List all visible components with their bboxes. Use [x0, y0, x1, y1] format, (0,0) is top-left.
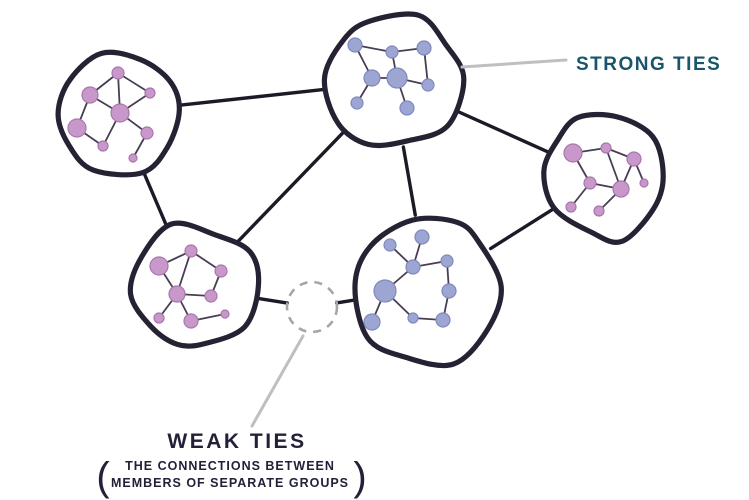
group-edge: [450, 107, 550, 154]
network-node: [435, 312, 451, 328]
network-node: [220, 309, 230, 319]
cluster-top-left: [55, 49, 182, 178]
cluster-bottom-left: [127, 220, 262, 349]
network-node: [383, 238, 397, 252]
weak-ties-leader-line: [250, 334, 305, 428]
clusters-layer: [55, 11, 666, 369]
network-node: [168, 285, 186, 303]
strong-ties-label: STRONG TIES: [576, 54, 721, 75]
weak-tie-circle: [285, 280, 339, 334]
network-node: [414, 229, 430, 245]
weak-ties-description-line2: MEMBERS OF SEPARATE GROUPS: [111, 476, 349, 490]
cluster-right: [541, 111, 666, 245]
left-paren-mark: (: [96, 455, 110, 499]
network-node: [600, 142, 612, 154]
network-node: [363, 69, 381, 87]
weak-tie-edge: [334, 298, 357, 305]
network-node: [144, 87, 156, 99]
network-node: [149, 256, 169, 276]
group-edges-layer: [139, 87, 554, 251]
network-node: [565, 201, 577, 213]
cluster-top-middle: [321, 11, 467, 149]
network-node: [204, 289, 218, 303]
network-node: [563, 143, 583, 163]
network-node: [97, 140, 109, 152]
network-node: [350, 96, 364, 110]
network-node: [416, 40, 432, 56]
annotation-lines-layer: [250, 58, 568, 428]
network-node: [214, 264, 228, 278]
network-node: [421, 78, 435, 92]
network-node: [183, 313, 199, 329]
group-edge: [234, 127, 348, 246]
group-edge: [175, 87, 329, 108]
network-node: [405, 259, 421, 275]
labels-layer: STRONG TIES WEAK TIES THE CONNECTIONS BE…: [96, 54, 721, 499]
group-edge: [401, 145, 417, 217]
network-node: [440, 254, 454, 268]
network-node: [363, 313, 381, 331]
network-node: [128, 153, 138, 163]
network-node: [110, 103, 130, 123]
network-node: [153, 312, 165, 324]
group-edge: [488, 208, 554, 251]
network-node: [184, 244, 198, 258]
network-node: [67, 118, 87, 138]
cluster-bottom-middle: [352, 215, 504, 369]
network-node: [399, 100, 415, 116]
network-node: [81, 86, 99, 104]
network-node: [373, 279, 397, 303]
network-node: [386, 67, 408, 89]
network-node: [441, 283, 457, 299]
network-node: [347, 37, 363, 53]
network-node: [612, 180, 630, 198]
group-edge: [139, 165, 171, 233]
weak-ties-label: WEAK TIES: [167, 430, 306, 453]
strong-ties-leader-line: [460, 58, 568, 69]
cluster-outline: [352, 215, 504, 369]
network-node: [140, 126, 154, 140]
network-node: [593, 205, 605, 217]
network-node: [583, 176, 597, 190]
network-node: [626, 151, 642, 167]
weak-ties-description-line1: THE CONNECTIONS BETWEEN: [125, 459, 335, 473]
network-node: [407, 312, 419, 324]
weak-tie-layer: [252, 280, 357, 334]
network-node: [385, 45, 399, 59]
cluster-outline: [541, 111, 666, 245]
network-node: [639, 178, 649, 188]
right-paren-mark: ): [353, 455, 366, 499]
weak-tie-edge: [252, 296, 290, 305]
network-node: [111, 66, 125, 80]
